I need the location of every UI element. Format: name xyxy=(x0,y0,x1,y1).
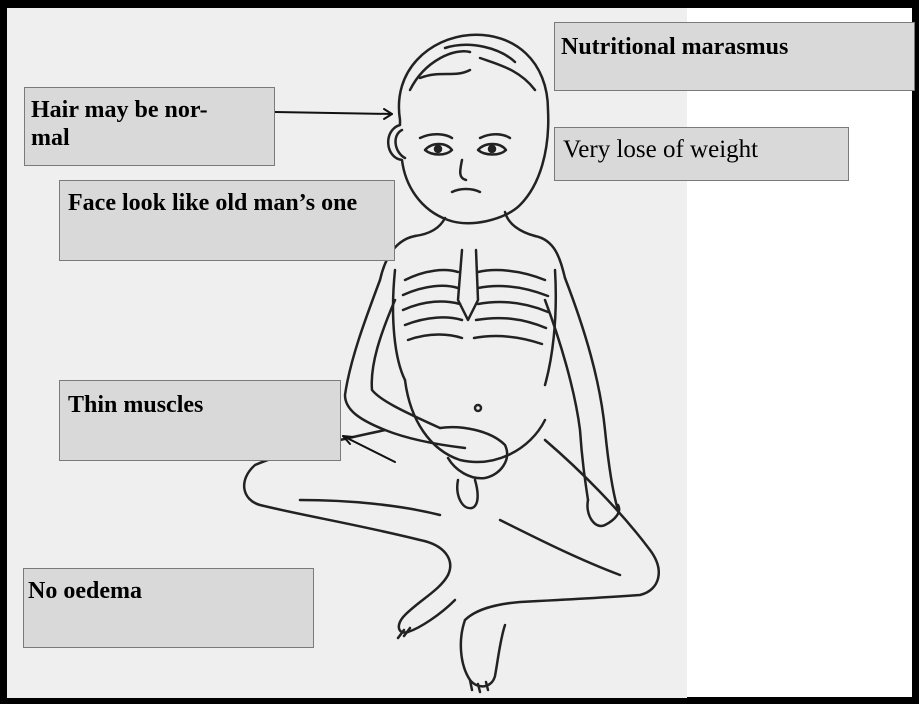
pupil-left xyxy=(435,146,441,152)
face-label: Face look like old man’s one xyxy=(59,180,395,261)
ear xyxy=(396,130,405,158)
nose xyxy=(460,160,466,180)
hair-label: Hair may be nor- mal xyxy=(24,87,275,166)
toes xyxy=(398,628,488,692)
ribs-right xyxy=(474,270,548,344)
hair-pointer-arrow xyxy=(275,112,392,114)
head-outline xyxy=(388,35,548,223)
muscles-label: Thin muscles xyxy=(59,380,341,461)
mouth xyxy=(452,189,480,192)
weight-label: Very lose of weight xyxy=(554,127,849,181)
left-hand xyxy=(440,427,507,478)
eyebrows xyxy=(420,134,510,138)
oedema-label: No oedema xyxy=(23,568,314,648)
sternum xyxy=(458,250,478,320)
muscles-pointer-arrow xyxy=(343,436,395,462)
right-leg xyxy=(465,440,659,620)
left-arm xyxy=(345,280,465,448)
right-hand xyxy=(587,500,619,526)
groin xyxy=(457,480,477,508)
hair-strands xyxy=(410,45,535,90)
navel xyxy=(475,405,481,411)
right-foot xyxy=(461,620,505,686)
shoulders xyxy=(380,236,565,280)
torso-outline xyxy=(393,270,556,385)
title-label: Nutritional marasmus xyxy=(554,22,915,91)
left-foot xyxy=(399,575,455,633)
ribs-left xyxy=(403,270,462,340)
pupil-right xyxy=(489,146,495,152)
shin-inner xyxy=(300,500,620,575)
